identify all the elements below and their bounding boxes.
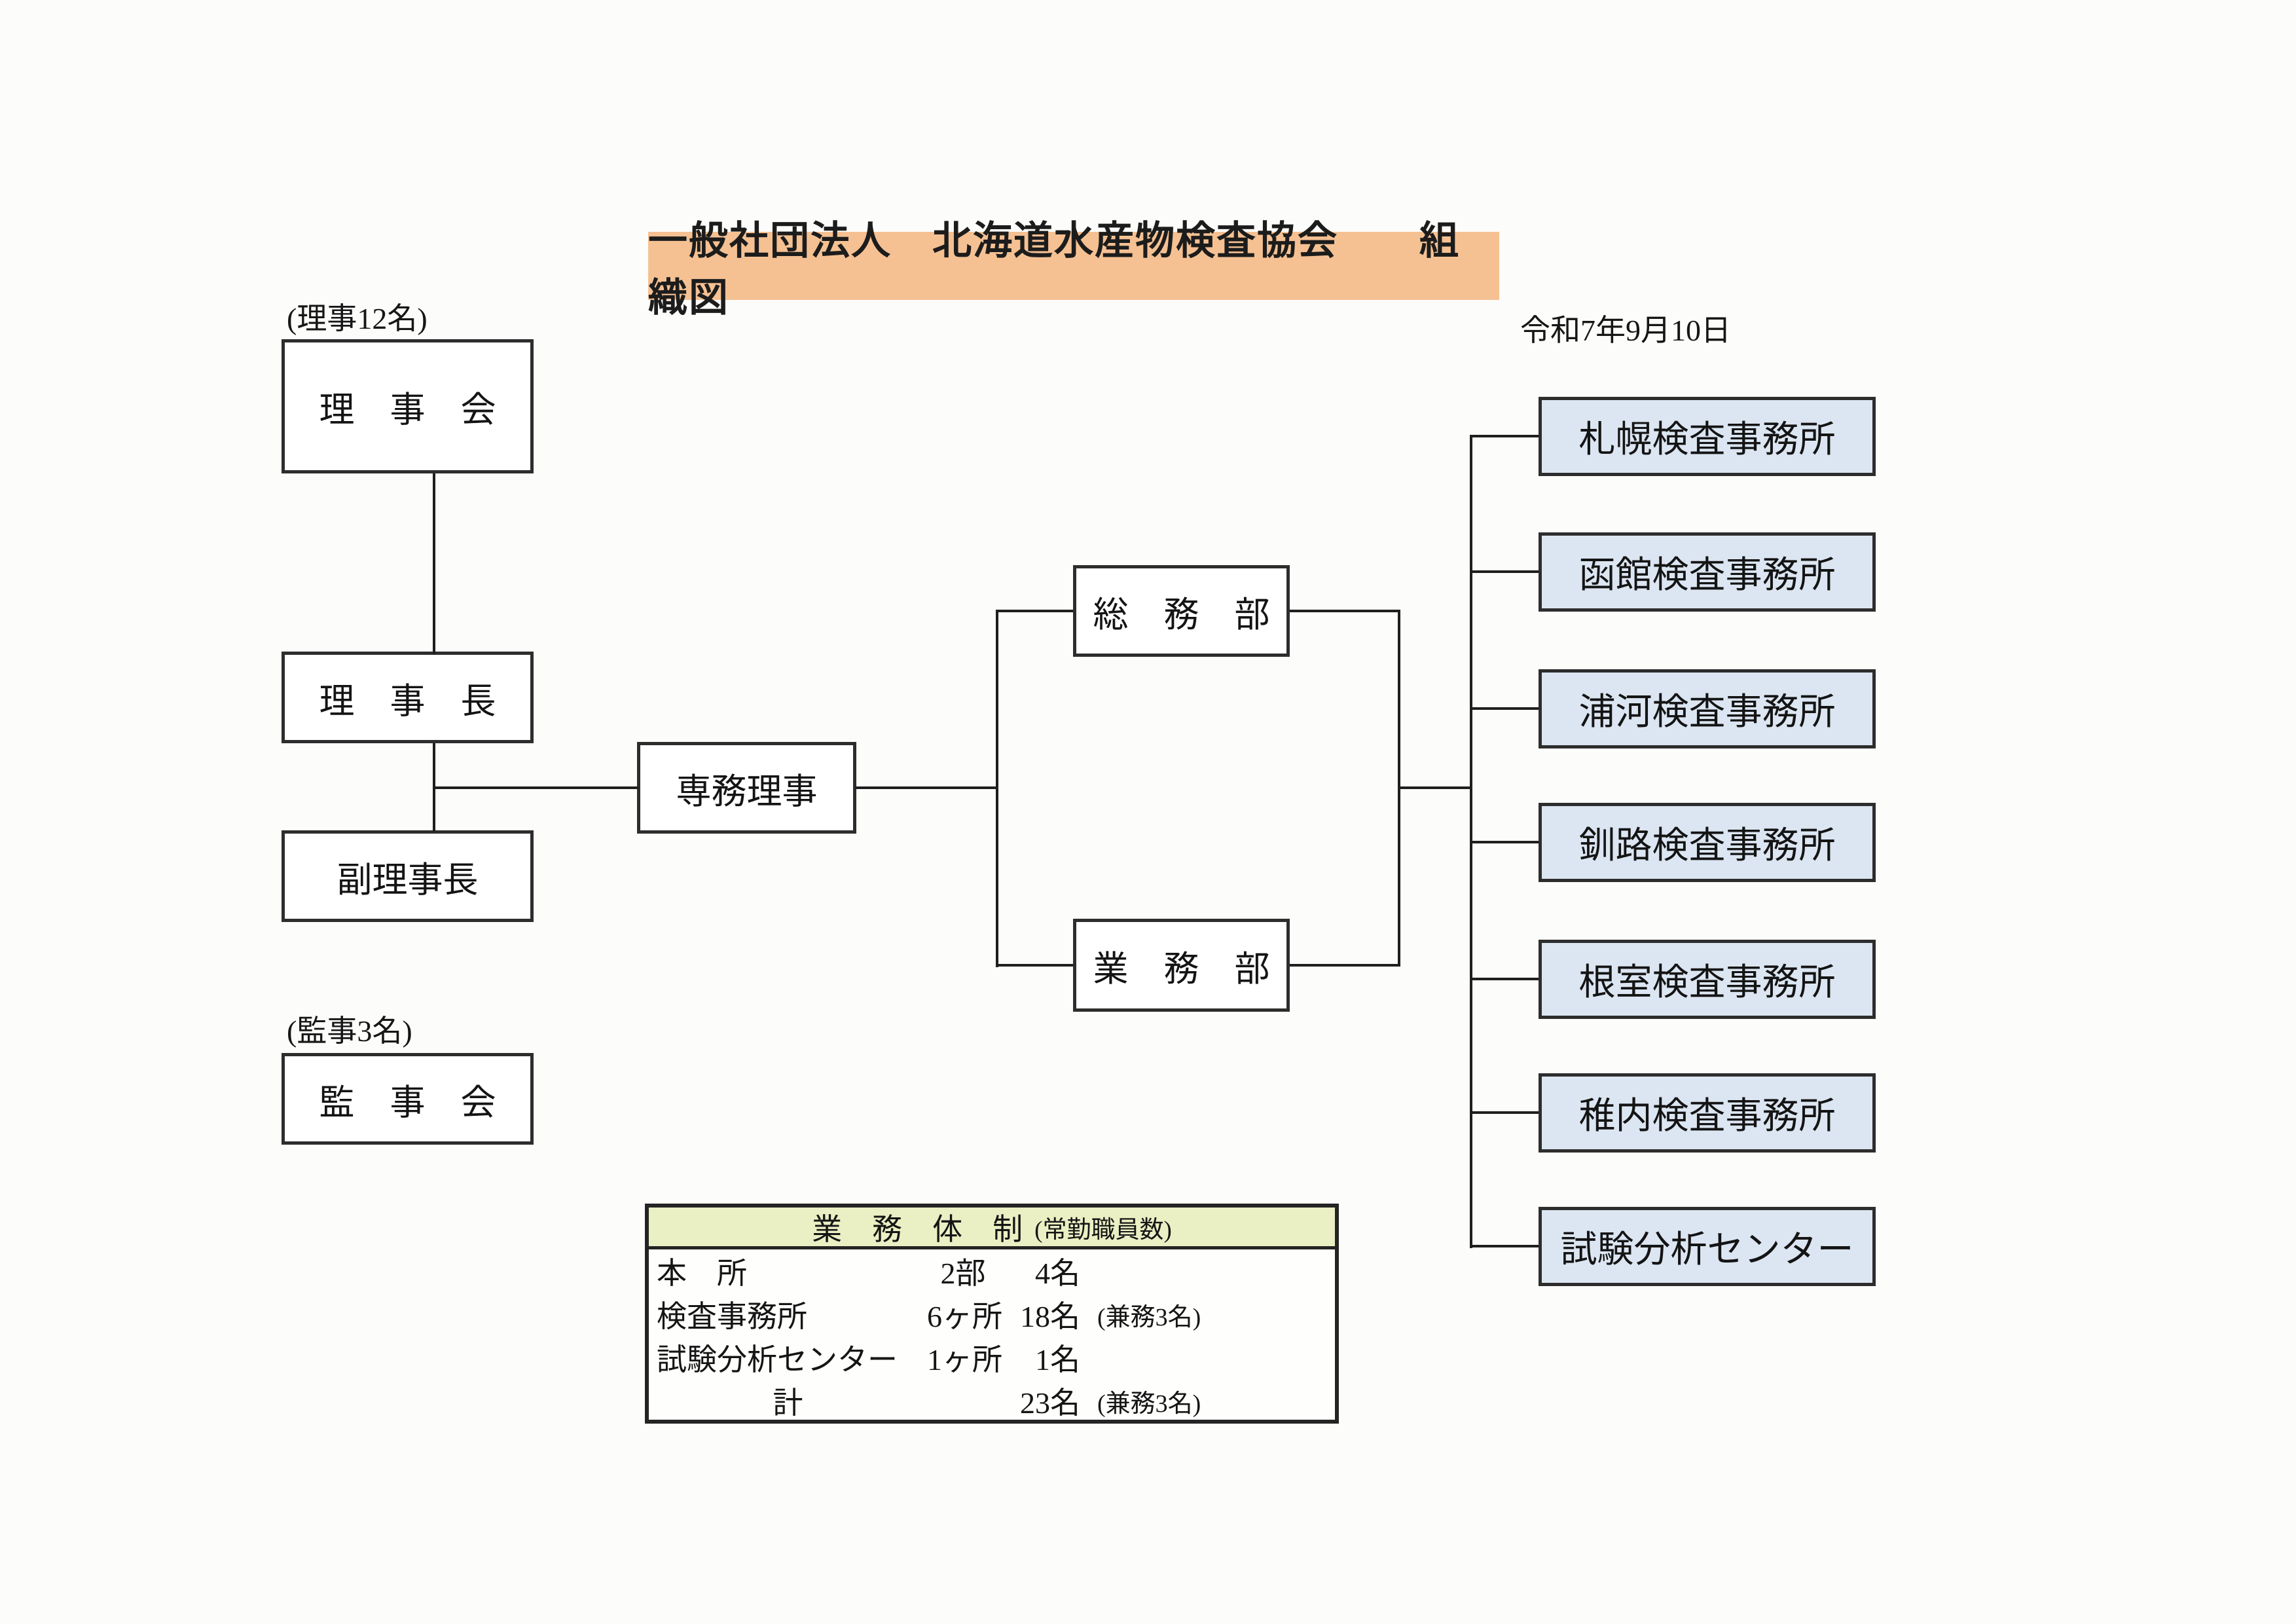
cell-name: 計 xyxy=(773,1386,803,1420)
connector-stub-urakawa xyxy=(1471,707,1539,710)
office-label-hakodate: 函館検査事務所 xyxy=(1578,555,1836,596)
table-row: 検査事務所 6ヶ所 18名 (兼務3名) xyxy=(649,1293,1335,1336)
office-box-nemuro: 根室検査事務所 xyxy=(1539,940,1876,1019)
table-row: 試験分析センター 1ヶ所 1名 xyxy=(649,1336,1335,1379)
managing-director-box: 専務理事 xyxy=(637,742,856,834)
staffing-table-header: 業 務 体 制 (常勤職員数) xyxy=(649,1208,1335,1249)
connector-stub-test-analysis-center xyxy=(1471,1245,1539,1247)
connector-to-operations xyxy=(997,964,1073,967)
cell-name: 本 所 xyxy=(657,1257,747,1290)
office-label-kushiro: 釧路検査事務所 xyxy=(1578,826,1836,866)
connector-stub-kushiro xyxy=(1471,841,1539,843)
audit-count-label: (監事3名) xyxy=(287,1014,412,1048)
office-box-kushiro: 釧路検査事務所 xyxy=(1539,803,1876,882)
connector-stub-wakkanai xyxy=(1471,1111,1539,1114)
audit-board-label: 監 事 会 xyxy=(319,1082,496,1122)
operations-dept-label: 業 務 部 xyxy=(1093,949,1270,989)
managing-director-label: 専務理事 xyxy=(676,771,818,811)
connector-board-to-president xyxy=(433,473,435,654)
staffing-table-subtitle: (常勤職員数) xyxy=(1034,1216,1172,1244)
vice-president-box: 副理事長 xyxy=(282,830,534,922)
cell-note: (兼務3名) xyxy=(1097,1303,1201,1331)
date-label: 令和7年9月10日 xyxy=(1520,314,1731,347)
staffing-table-title: 業 務 体 制 xyxy=(812,1212,1023,1246)
cell-name: 検査事務所 xyxy=(657,1300,807,1333)
office-box-test-analysis-center: 試験分析センター xyxy=(1539,1207,1876,1286)
connector-to-general-affairs xyxy=(997,610,1073,612)
board-of-directors-box: 理 事 会 xyxy=(282,339,534,473)
connector-to-managing-director xyxy=(434,786,638,789)
cell-count: 6ヶ所 xyxy=(927,1300,1002,1333)
operations-dept-box: 業 務 部 xyxy=(1073,919,1290,1012)
office-box-wakkanai: 稚内検査事務所 xyxy=(1539,1073,1876,1153)
table-row-total: 計 23名 (兼務3名) xyxy=(649,1379,1335,1422)
connector-stub-nemuro xyxy=(1471,978,1539,980)
vice-president-label: 副理事長 xyxy=(337,860,479,900)
connector-stub-sapporo xyxy=(1471,435,1539,437)
connector-managing-director-out xyxy=(855,786,997,789)
cell-count: 1ヶ所 xyxy=(927,1343,1002,1376)
cell-persons: 18名 xyxy=(1020,1300,1080,1333)
office-label-wakkanai: 稚内検査事務所 xyxy=(1578,1096,1836,1137)
page-title: 一般社団法人 北海道水産物検査協会 組織図 xyxy=(648,219,1460,320)
staffing-table: 業 務 体 制 (常勤職員数) 本 所 2部 4名 検査事務所 6ヶ所 18名 … xyxy=(645,1204,1339,1424)
connector-dept-branch-vertical xyxy=(996,610,998,967)
connector-general-affairs-out xyxy=(1290,610,1399,612)
board-of-directors-label: 理 事 会 xyxy=(319,390,496,430)
cell-persons: 4名 xyxy=(1035,1257,1080,1290)
office-label-urakawa: 浦河検査事務所 xyxy=(1578,692,1836,733)
general-affairs-dept-box: 総 務 部 xyxy=(1073,565,1290,657)
general-affairs-dept-label: 総 務 部 xyxy=(1093,595,1270,635)
cell-persons: 1名 xyxy=(1035,1343,1080,1376)
cell-note: (兼務3名) xyxy=(1097,1390,1201,1418)
office-box-sapporo: 札幌検査事務所 xyxy=(1539,397,1876,476)
cell-count: 2部 xyxy=(940,1257,986,1290)
connector-to-office-trunk xyxy=(1399,786,1471,789)
connector-stub-hakodate xyxy=(1471,570,1539,573)
cell-name: 試験分析センター xyxy=(657,1343,898,1376)
cell-persons: 23名 xyxy=(1020,1386,1080,1420)
title-banner: 一般社団法人 北海道水産物検査協会 組織図 xyxy=(648,219,1499,320)
connector-operations-out xyxy=(1290,964,1399,967)
office-box-hakodate: 函館検査事務所 xyxy=(1539,532,1876,612)
board-count-label: (理事12名) xyxy=(287,302,428,335)
president-box: 理 事 長 xyxy=(282,652,534,743)
president-label: 理 事 長 xyxy=(319,681,496,721)
office-box-urakawa: 浦河検査事務所 xyxy=(1539,669,1876,748)
office-label-test-analysis-center: 試験分析センター xyxy=(1560,1230,1854,1270)
audit-board-box: 監 事 会 xyxy=(282,1053,534,1145)
office-label-sapporo: 札幌検査事務所 xyxy=(1578,420,1836,460)
table-row: 本 所 2部 4名 xyxy=(649,1249,1335,1293)
office-label-nemuro: 根室検査事務所 xyxy=(1578,963,1836,1003)
